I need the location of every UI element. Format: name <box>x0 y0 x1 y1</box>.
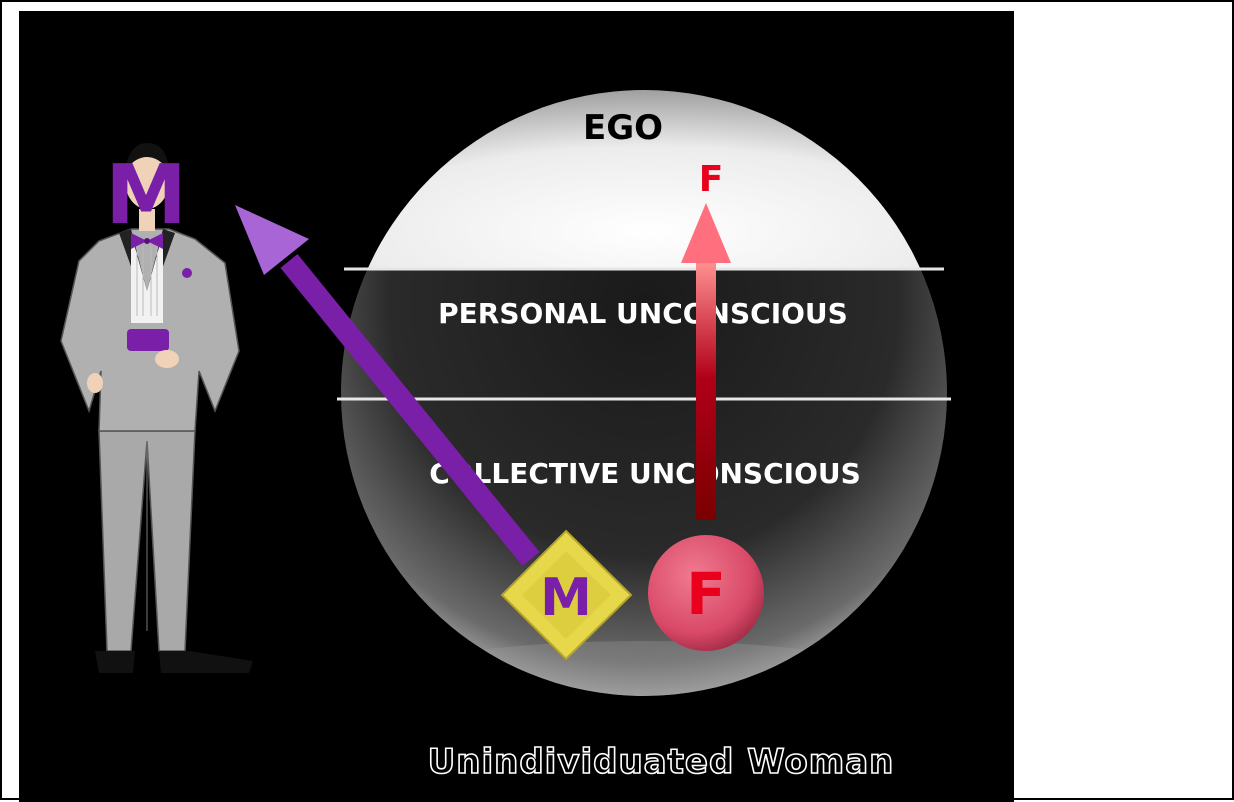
diamond-masculine-letter: M <box>540 568 592 628</box>
collective-unconscious-label: COLLECTIVE UNCONSCIOUS <box>429 457 861 490</box>
diagram-canvas: EGO PERSONAL UNCONSCIOUS COLLECTIVE UNCO… <box>19 11 1014 802</box>
diagram-panel: EGO PERSONAL UNCONSCIOUS COLLECTIVE UNCO… <box>19 11 1014 802</box>
caption: Unindividuated Woman <box>428 742 895 782</box>
ego-label: EGO <box>583 108 663 148</box>
psyche-sphere <box>319 81 979 721</box>
head-masculine-letter: M <box>105 148 187 243</box>
circle-feminine-letter: F <box>686 560 726 628</box>
personal-unconscious-label: PERSONAL UNCONSCIOUS <box>438 297 848 330</box>
ego-feminine-letter: F <box>699 159 724 200</box>
